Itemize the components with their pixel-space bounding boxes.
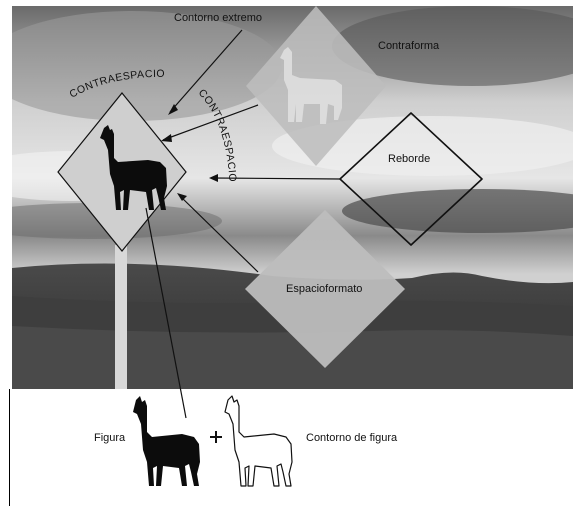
- contraespacio-label-top: CONTRAESPACIO: [67, 68, 165, 101]
- label-contorno-de-figura: Contorno de figura: [306, 432, 397, 444]
- line-espacioformato: [180, 196, 258, 272]
- label-contraforma: Contraforma: [378, 40, 439, 52]
- line-figura: [146, 208, 186, 418]
- label-figura: Figura: [94, 432, 125, 444]
- llama-outline-icon: [225, 396, 292, 486]
- sign-post: [115, 245, 127, 389]
- label-contorno-extremo: Contorno extremo: [174, 12, 262, 24]
- plus-icon: [210, 431, 222, 443]
- label-espacioformato: Espacioformato: [286, 283, 362, 295]
- reborde-diamond: [340, 113, 482, 245]
- contraespacio-label-side: CONTRAESPACIO: [196, 87, 239, 183]
- label-reborde: Reborde: [388, 153, 430, 165]
- llama-figure-icon: [133, 396, 200, 486]
